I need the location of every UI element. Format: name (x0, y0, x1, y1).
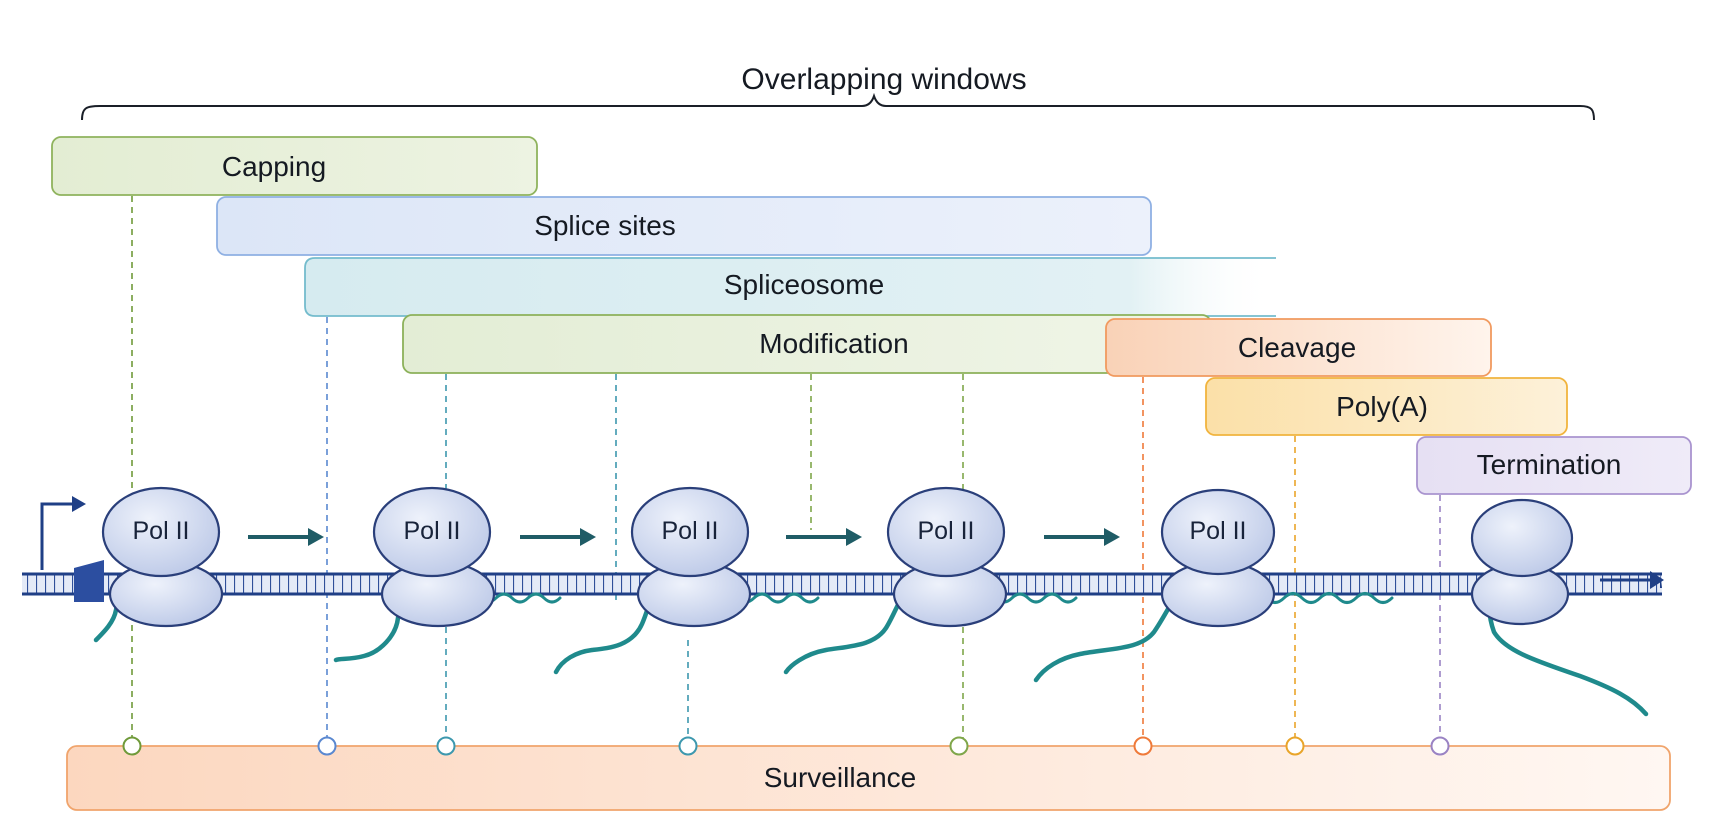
window-spliceosome: Spliceosome (304, 257, 1276, 317)
promoter-block (74, 560, 104, 602)
surveillance-label: Surveillance (764, 762, 917, 793)
polymerase-3: Pol II (630, 486, 752, 628)
window-polya-label: Poly(A) (1336, 391, 1428, 422)
checkpoint-cleavage (1133, 736, 1153, 756)
window-cleavage: Cleavage (1105, 318, 1492, 377)
window-splice-sites-label: Splice sites (534, 210, 676, 241)
window-modification: Modification (402, 314, 1212, 374)
direction-arrow-4-icon (1044, 528, 1120, 546)
window-polya: Poly(A) (1205, 377, 1568, 436)
polymerase-4: Pol II (886, 486, 1008, 628)
polymerase-1: Pol II (101, 486, 224, 628)
checkpoint-capping (122, 736, 142, 756)
polymerase-5: Pol II (1160, 488, 1276, 628)
tss-arrow-icon (40, 496, 86, 570)
polymerase-4-label: Pol II (918, 517, 975, 545)
direction-arrow-3-icon (786, 528, 862, 546)
polymerase-2-label: Pol II (404, 517, 461, 545)
polymerase-2: Pol II (372, 486, 496, 628)
window-spliceosome-label: Spliceosome (724, 269, 884, 300)
checkpoint-polya (1285, 736, 1305, 756)
rna-wave-1 (478, 592, 562, 604)
overlap-brace (81, 92, 1595, 121)
rna-wave-4 (1264, 592, 1394, 604)
checkpoint-spliceosome-2 (678, 736, 698, 756)
window-splice-sites: Splice sites (216, 196, 1152, 256)
window-capping-label: Capping (222, 151, 326, 182)
surveillance-window: Surveillance (66, 745, 1671, 811)
checkpoint-spliceosome-1 (436, 736, 456, 756)
direction-arrow-1-icon (248, 528, 324, 546)
polymerase-5-label: Pol II (1190, 517, 1247, 545)
window-termination-label: Termination (1477, 449, 1622, 480)
diagram-title: Overlapping windows (741, 63, 1026, 96)
checkpoint-modification (949, 736, 969, 756)
polymerase-6 (1470, 498, 1574, 626)
dna-strand (22, 560, 1664, 602)
polymerase-1-label: Pol II (133, 517, 190, 545)
direction-arrows (248, 528, 1120, 546)
rna-wave-2 (736, 592, 820, 604)
direction-arrow-2-icon (520, 528, 596, 546)
window-capping: Capping (51, 136, 538, 196)
connector-lines (131, 196, 1441, 742)
polymerase-3-label: Pol II (662, 517, 719, 545)
window-modification-label: Modification (759, 328, 908, 359)
window-termination: Termination (1416, 436, 1692, 495)
window-cleavage-label: Cleavage (1238, 332, 1356, 363)
checkpoints (122, 736, 1450, 756)
rna-wave-3 (994, 592, 1078, 604)
checkpoint-termination (1430, 736, 1450, 756)
checkpoint-splice (317, 736, 337, 756)
